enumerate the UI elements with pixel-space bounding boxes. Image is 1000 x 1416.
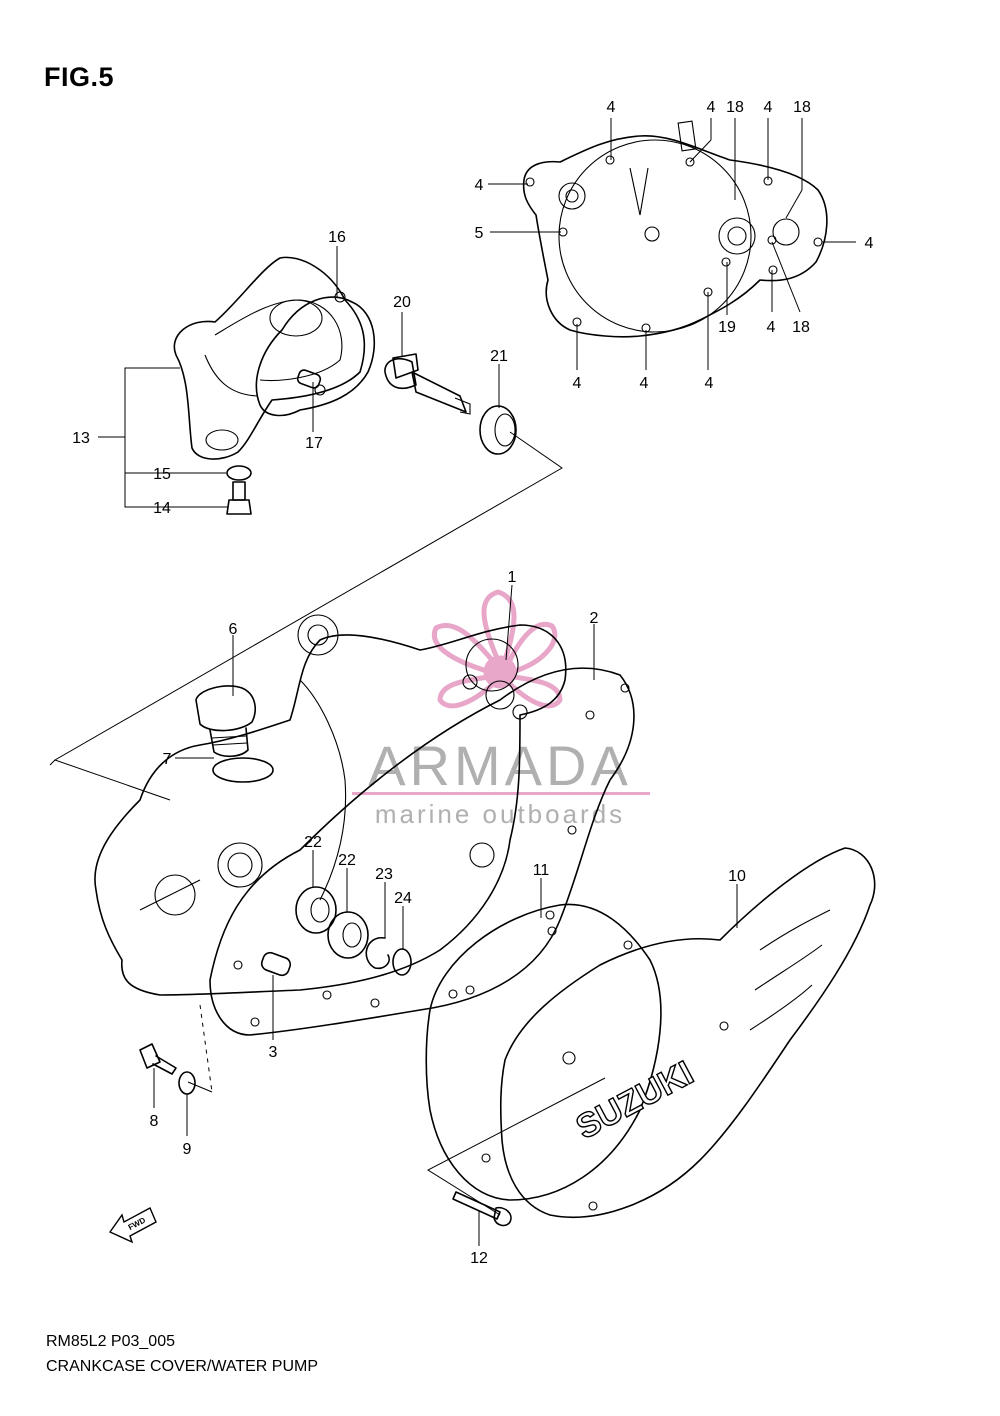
bearing-1	[295, 886, 337, 934]
callout-4: 4	[607, 99, 616, 116]
cover-dowel	[260, 951, 292, 977]
figure-code: RM85L2 P03_005	[46, 1333, 175, 1350]
callout-22: 22	[338, 852, 356, 869]
impeller-shaft	[384, 353, 471, 415]
callout-5: 5	[475, 225, 484, 242]
thrust-ring	[392, 948, 412, 976]
callout-12: 12	[470, 1250, 488, 1267]
bolt-washer	[178, 1071, 196, 1095]
figure-title: FIG.5	[44, 62, 115, 92]
dowel-pin	[296, 369, 322, 389]
circlip	[365, 937, 390, 970]
crankcase-gasket	[209, 667, 635, 1036]
callout-21: 21	[490, 348, 508, 365]
callout-labels: 4 4 18 4 18 4 5 4 19 4 18 4 4 4 16 20 21…	[72, 99, 873, 1267]
callout-2: 2	[590, 610, 599, 627]
callout-18: 18	[726, 99, 744, 116]
callout-3: 3	[269, 1044, 278, 1061]
water-pump-housing	[173, 256, 366, 460]
suzuki-logo: SUZUKI	[570, 1054, 700, 1147]
figure-name: CRANKCASE COVER/WATER PUMP	[46, 1358, 319, 1375]
callout-9: 9	[183, 1141, 192, 1158]
callout-4: 4	[865, 235, 874, 252]
callout-4: 4	[573, 375, 582, 392]
bearing-2	[327, 911, 369, 959]
callout-10: 10	[728, 868, 746, 885]
bracket-13	[98, 367, 228, 508]
armada-watermark: ARMADA marine outboards	[352, 589, 650, 829]
callout-4: 4	[764, 99, 773, 116]
callout-4: 4	[475, 177, 484, 194]
callout-18: 18	[792, 319, 810, 336]
assembly-lines	[49, 431, 606, 1216]
callout-4: 4	[705, 375, 714, 392]
callout-24: 24	[394, 890, 412, 907]
forward-arrow-icon: FWD	[108, 1207, 157, 1244]
callout-4: 4	[767, 319, 776, 336]
callout-20: 20	[393, 294, 411, 311]
callout-1: 1	[508, 569, 517, 586]
callout-4: 4	[640, 375, 649, 392]
oil-seal	[479, 405, 517, 455]
filler-cap	[195, 685, 256, 758]
callout-15: 15	[153, 466, 171, 483]
callout-7: 7	[163, 751, 172, 768]
watermark-brand: ARMADA	[368, 734, 632, 797]
callout-16: 16	[328, 229, 346, 246]
callout-19: 19	[718, 319, 736, 336]
callout-4: 4	[707, 99, 716, 116]
callout-17: 17	[305, 435, 323, 452]
cover-bolt	[139, 1043, 177, 1075]
callout-11: 11	[533, 862, 550, 879]
callout-6: 6	[229, 621, 238, 638]
callout-14: 14	[153, 500, 171, 517]
callout-13: 13	[72, 430, 90, 447]
callout-22: 22	[304, 834, 322, 851]
o-ring	[212, 757, 274, 783]
watermark-divider	[352, 792, 650, 795]
pump-bolt	[226, 481, 252, 515]
callout-18: 18	[793, 99, 811, 116]
leader-lines	[153, 118, 856, 1246]
crankcase-cover	[94, 614, 567, 996]
callout-8: 8	[150, 1113, 159, 1130]
outer-cover-gasket	[425, 903, 662, 1201]
watermark-tagline: marine outboards	[375, 799, 625, 829]
pump-gasket	[255, 291, 375, 417]
callout-23: 23	[375, 866, 393, 883]
outer-cover-bolt	[452, 1191, 512, 1227]
inner-cover	[522, 120, 828, 338]
washer	[226, 465, 252, 481]
propeller-logo-icon	[431, 589, 563, 709]
outer-clutch-cover: SUZUKI	[499, 847, 876, 1219]
